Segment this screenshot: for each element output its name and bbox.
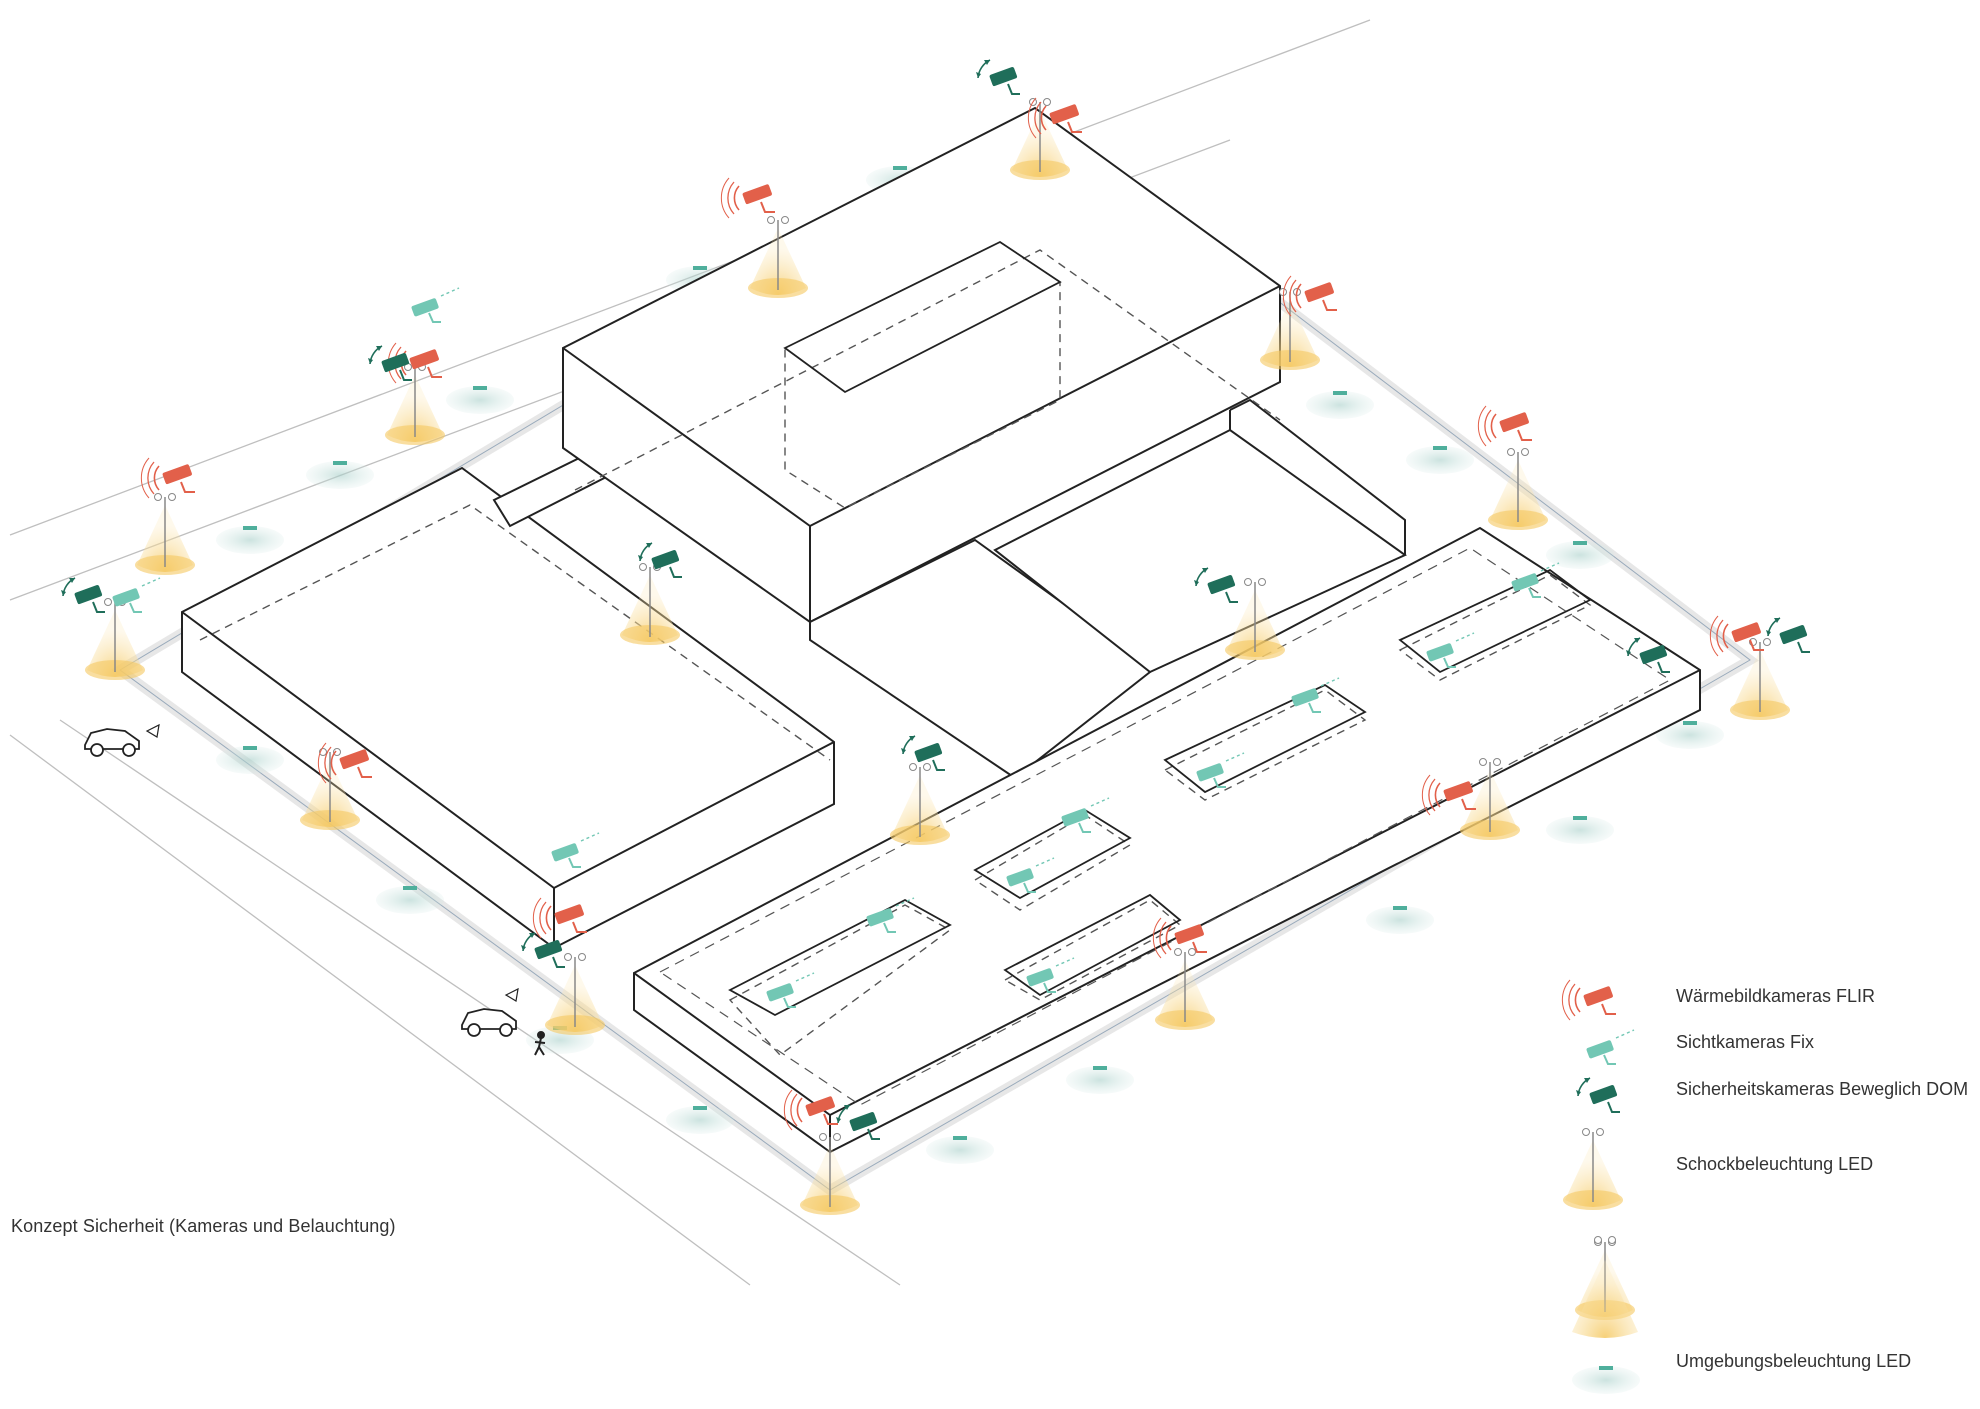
lamp-post-icon [1562, 1127, 1624, 1211]
legend [1561, 979, 1640, 1394]
fixed-camera-icon [1584, 1029, 1635, 1065]
dome-camera-icon [1575, 1077, 1621, 1113]
volume-edges [728, 240, 1592, 1017]
legend-label-ambient-lighting: Umgebungsbeleuchtung LED [1676, 1351, 1912, 1371]
pedestrian-icon [534, 1031, 546, 1056]
buildings [181, 106, 1701, 1154]
legend-label-thermal: Wärmebildkameras FLIR [1676, 986, 1876, 1006]
thermal-camera-icon [1561, 979, 1617, 1021]
ambient-light-icon [1572, 1366, 1640, 1394]
diagram-caption: Konzept Sicherheit (Kameras und Belaucht… [11, 1216, 396, 1236]
car-icon [461, 987, 519, 1037]
legend-label-fixed: Sichtkameras Fix [1676, 1032, 1815, 1052]
legend-label-shock-lighting: Schockbeleuchtung LED [1676, 1154, 1874, 1174]
floodlight-icon [1572, 1236, 1638, 1338]
legend-label-dome: Sicherheitskameras Beweglich DOM [1676, 1079, 1969, 1099]
car-icon [84, 723, 160, 757]
